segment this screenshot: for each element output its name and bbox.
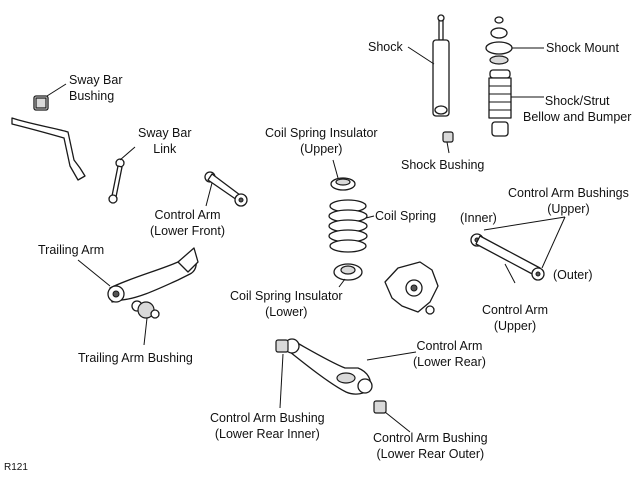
label-line: Shock Bushing (401, 158, 485, 172)
label-shock-strut-bellow: Shock/Strut Bellow and Bumper (523, 93, 631, 125)
label-line: Sway Bar (138, 126, 192, 140)
label-trailing-arm: Trailing Arm (38, 242, 104, 258)
leader-lines (46, 46, 566, 433)
trailing-arm-part (107, 247, 199, 303)
label-outer: (Outer) (553, 267, 593, 283)
label-inner: (Inner) (460, 210, 497, 226)
label-shock: Shock (368, 39, 403, 55)
label-line: Coil Spring Insulator (230, 289, 343, 303)
label-control-arm-lower-rear: Control Arm (Lower Rear) (413, 338, 486, 370)
coil-spring-part (328, 199, 368, 253)
label-trailing-arm-bushing: Trailing Arm Bushing (78, 350, 193, 366)
label-line: (Upper) (300, 142, 343, 156)
label-line: Trailing Arm (38, 243, 105, 257)
label-line: Bellow and Bumper (523, 110, 632, 124)
sway-bar-bushing-part (33, 95, 49, 111)
label-line: (Upper) (547, 202, 590, 216)
sway-bar-link-part (108, 158, 125, 204)
label-line: Control Arm (482, 303, 548, 317)
label-line: (Lower) (265, 305, 308, 319)
figure-code: R121 (4, 462, 28, 473)
label-line: Control Arm (154, 208, 221, 222)
label-sway-bar-bushing: Sway Bar Bushing (69, 72, 123, 104)
shock-mount-part (485, 16, 513, 65)
label-line: Shock Mount (546, 41, 619, 55)
label-line: (Upper) (493, 319, 537, 333)
control-arm-bushing-lower-rear-inner-part (275, 339, 289, 353)
label-line: Coil Spring (375, 209, 437, 223)
label-control-arm-bushing-lower-rear-inner: Control Arm Bushing (Lower Rear Inner) (210, 410, 325, 442)
label-line: Shock (368, 40, 403, 54)
label-coil-spring-insulator-upper: Coil Spring Insulator (Upper) (265, 125, 378, 157)
label-line: (Inner) (460, 211, 497, 225)
label-line: (Lower Rear) (413, 355, 486, 369)
knuckle-part (384, 261, 439, 315)
control-arm-lower-front-part (204, 171, 248, 207)
label-control-arm-bushings-upper: Control Arm Bushings (Upper) (508, 185, 629, 217)
coil-spring-insulator-upper-part (330, 177, 356, 191)
label-coil-spring-insulator-lower: Coil Spring Insulator (Lower) (230, 288, 343, 320)
label-line: Coil Spring Insulator (265, 126, 378, 140)
control-arm-lower-rear-part (284, 338, 373, 395)
label-control-arm-bushing-lower-rear-outer: Control Arm Bushing (Lower Rear Outer) (373, 430, 488, 462)
label-line: (Lower Front) (150, 224, 226, 238)
control-arm-upper-part (470, 233, 545, 281)
label-line: (Lower Rear Inner) (214, 427, 320, 441)
label-line: Control Arm (416, 339, 483, 353)
label-line: Bushing (69, 89, 115, 103)
control-arm-bushing-lower-rear-outer-part (373, 400, 387, 414)
label-control-arm-lower-front: Control Arm (Lower Front) (150, 207, 225, 239)
shock-strut-bellow-part (488, 69, 512, 137)
shock-part (432, 14, 450, 117)
sway-bar-part (11, 117, 86, 181)
label-line: Control Arm Bushings (508, 186, 629, 200)
label-line: Control Arm Bushing (373, 431, 488, 445)
label-line: Sway Bar (69, 73, 123, 87)
shock-bushing-part (442, 131, 454, 143)
label-sway-bar-link: Sway Bar Link (138, 125, 192, 157)
label-line: Trailing Arm Bushing (78, 351, 193, 365)
label-line: Link (153, 142, 177, 156)
trailing-arm-bushing-part (131, 300, 160, 319)
coil-spring-insulator-lower-part (333, 263, 363, 281)
label-line: (Lower Rear Outer) (376, 447, 485, 461)
label-line: (Outer) (553, 268, 593, 282)
label-shock-mount: Shock Mount (546, 40, 619, 56)
label-shock-bushing: Shock Bushing (401, 157, 484, 173)
label-control-arm-upper: Control Arm (Upper) (482, 302, 548, 334)
label-line: Shock/Strut (544, 94, 610, 108)
label-line: Control Arm Bushing (210, 411, 325, 425)
label-coil-spring: Coil Spring (375, 208, 436, 224)
